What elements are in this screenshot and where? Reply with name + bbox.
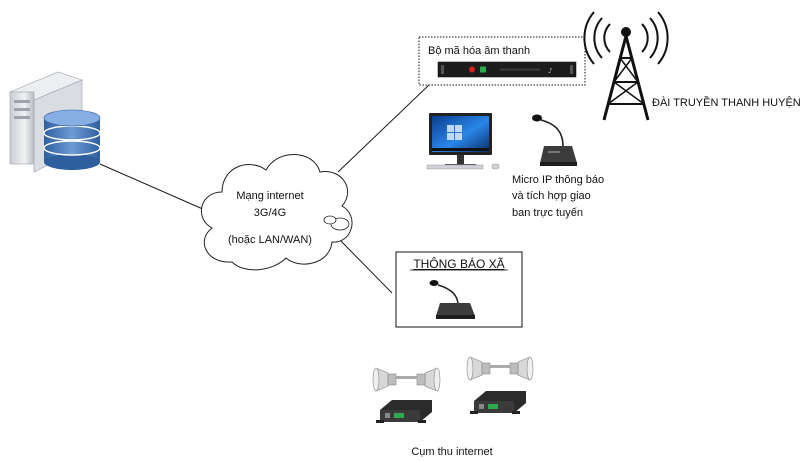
horn-speaker-icon <box>416 367 441 392</box>
internet-receiver-icon <box>470 391 526 414</box>
horn-speaker-icon <box>466 356 491 381</box>
svg-text:♪: ♪ <box>548 67 552 75</box>
ip-microphone-icon <box>429 280 475 319</box>
micro-ip-line2: và tích hợp giao <box>512 190 591 202</box>
server-database-icon <box>9 71 101 173</box>
radio-station-label: ĐÀI TRUYỀN THANH HUYỆN <box>652 96 800 109</box>
cloud-label-line1: Mạng internet <box>236 190 303 202</box>
ip-microphone-icon <box>532 114 577 166</box>
cloud-label-line3: (hoặc LAN/WAN) <box>228 234 312 246</box>
cloud-label-line2: 3G/4G <box>254 207 286 219</box>
receiver-cluster-label: Cụm thu internet <box>411 446 492 458</box>
link-cloud-encoder <box>337 83 431 173</box>
cloud-icon: Mạng internet 3G/4G (hoặc LAN/WAN) <box>201 154 353 271</box>
radio-tower-icon <box>583 11 669 121</box>
encoder-box: Bộ mã hóa âm thanh ♪ <box>418 36 586 86</box>
micro-ip-line1: Micro IP thông báo <box>512 174 604 186</box>
commune-box: THÔNG BÁO XÃ <box>395 251 523 328</box>
encoder-rack-icon: ♪ <box>437 61 577 78</box>
encoder-box-title: Bộ mã hóa âm thanh <box>428 45 530 57</box>
desktop-pc-icon <box>426 113 500 170</box>
commune-box-title: THÔNG BÁO XÃ <box>413 256 504 271</box>
link-server-cloud <box>99 163 206 211</box>
horn-speaker-icon <box>372 367 397 392</box>
micro-ip-line3: ban trực tuyến <box>512 207 583 219</box>
horn-speaker-icon <box>509 356 534 381</box>
link-cloud-commune <box>337 237 393 294</box>
internet-receiver-icon <box>376 400 432 423</box>
